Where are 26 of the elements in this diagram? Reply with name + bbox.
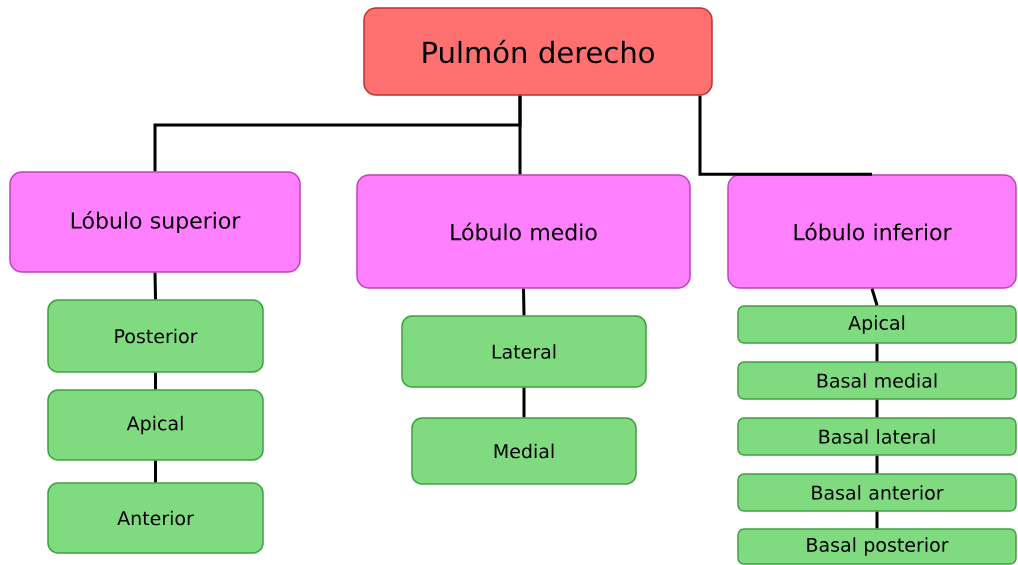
connector-line [870, 288, 879, 306]
segment-box: Basal anterior [737, 473, 1017, 512]
segment-box: Medial [411, 417, 637, 485]
connector-line [875, 343, 879, 362]
connector-line [875, 511, 879, 529]
lobe-box: Lóbulo superior [9, 171, 301, 273]
connector-line [154, 372, 157, 390]
segment-box: Apical [737, 305, 1017, 344]
top-box: Pulmón derecho [363, 7, 713, 96]
connector-line [875, 399, 879, 418]
segment-box: Apical [47, 389, 264, 461]
segment-box: Posterior [47, 299, 264, 373]
connector-line [875, 455, 879, 474]
segment-box: Lateral [401, 315, 647, 388]
segment-box: Basal lateral [737, 417, 1017, 456]
lobe-box: Lóbulo medio [356, 174, 691, 289]
segment-box: Basal posterior [737, 528, 1017, 565]
connector-line [153, 272, 157, 300]
connector-line [698, 95, 872, 176]
connector-line [154, 460, 157, 483]
connector-line [518, 95, 522, 175]
segment-box: Basal medial [737, 361, 1017, 400]
segment-box: Anterior [47, 482, 264, 554]
connector-line [522, 387, 526, 418]
connector-line [522, 288, 526, 316]
lobe-box: Lóbulo inferior [727, 174, 1017, 289]
